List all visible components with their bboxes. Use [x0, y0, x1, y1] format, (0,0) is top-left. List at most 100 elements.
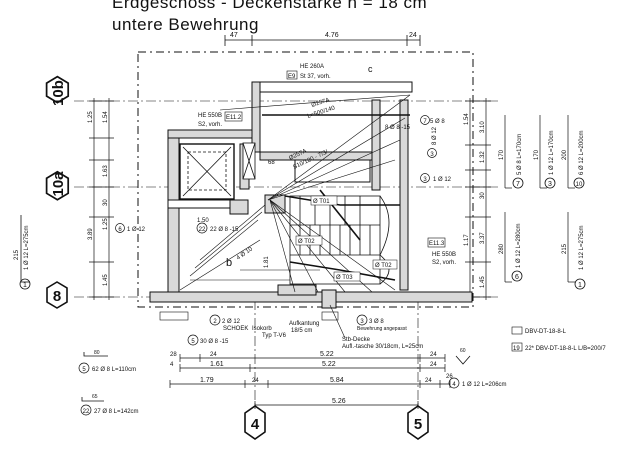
- rebar-p8: 1.81: [264, 256, 270, 268]
- axis-marker-10a: 10a: [45, 170, 70, 201]
- left-dim-2: 1.63: [103, 165, 109, 177]
- axis-label-10b: 10b: [50, 80, 67, 106]
- bottom-dim-r3-d: 24: [425, 378, 432, 384]
- side-right-dim-0: 170: [499, 149, 505, 160]
- rebar-mid-c: 68: [268, 160, 275, 166]
- bottom-dim-r4: 5.26: [332, 398, 346, 405]
- side-left-text: 1 Ø 12 L=275cm: [24, 225, 30, 270]
- header-subtitle: untere Bewehrung: [112, 15, 259, 34]
- left-dimension-texts: 1.25 1.54 1.63 30 3.89 1.25 1.45: [88, 111, 109, 286]
- side-right-text-0: 5 Ø 8 L=170cm: [517, 134, 523, 175]
- outer-boundary: [137, 51, 474, 308]
- beam-labels: HE 260A E9 St 37, vorh. HE 550B E11.2 S2…: [198, 64, 456, 266]
- note-pos2-num: 2: [213, 319, 217, 325]
- side-right-num-2: 10: [576, 182, 583, 188]
- rebar-fan-lines: [179, 94, 411, 293]
- note-auflager: Aufl.-tasche 30/18cm, L=25cm: [342, 344, 423, 350]
- beam-he550b-left: HE 550B: [198, 113, 222, 119]
- rebar-tag-t01: Ø T01: [313, 199, 330, 205]
- bottom-notes: 2 2 Ø 12 SCHOEK Isokorb Typ T-V6 Aufkant…: [187, 64, 423, 350]
- beam-e11-3: E11.3: [429, 241, 445, 247]
- column-box-right-x: [242, 142, 256, 180]
- rebar-p7: 4 Ø 10: [236, 246, 255, 262]
- legend-l4-dim: 60: [460, 348, 466, 354]
- left-dim-5: 3.89: [88, 228, 94, 240]
- rebar-top-c: 8 Ø 8 -15: [385, 125, 411, 131]
- side-right-num-4: 1: [578, 282, 582, 289]
- note-bewehrung: Bewehrung angepasst: [357, 326, 407, 332]
- right-dimension-chains: [465, 98, 491, 300]
- note-pos30-num: 5: [191, 339, 195, 345]
- right-dimension-texts: 3.10 1.54 1.32 30 1.17 3.37 1.45: [464, 113, 486, 288]
- right-dim-5: 3.37: [480, 232, 486, 244]
- bottom-dim-r2-c: 5.22: [322, 361, 336, 368]
- side-label-left: 215 1 1 Ø 12 L=275cm: [14, 215, 31, 290]
- rebar-p14: 5 Ø 8: [430, 119, 445, 125]
- top-dim-1: 47: [230, 32, 238, 39]
- side-right-text-4: 1 Ø 12 L=275cm: [579, 225, 585, 270]
- right-dim-2: 1.32: [480, 151, 486, 163]
- bottom-dim-r3-a: 1.79: [200, 377, 214, 384]
- side-right-text-1: 1 Ø 12 L=170cm: [549, 130, 555, 175]
- legend-l22: 27 Ø 8 L=142cm: [94, 409, 139, 415]
- legend-l5-num: 5: [82, 367, 86, 373]
- rebar-p4-num: 3: [430, 152, 434, 158]
- side-right-dim-2: 200: [562, 149, 568, 160]
- rebar-p6: 1 Ø 12: [127, 227, 146, 233]
- rebar-p1: 1.50: [197, 218, 209, 224]
- right-dim-6: 1.45: [480, 276, 486, 288]
- rebar-tag-t02-b: Ø T02: [375, 263, 392, 269]
- side-left-dim: 215: [14, 249, 20, 260]
- bottom-dim-r1-b: 24: [210, 352, 217, 358]
- axis-label-10a: 10a: [50, 171, 67, 197]
- legend-left: 80 5 62 Ø 8 L=110cm 65 22 27 Ø 8 L=142cm: [78, 350, 139, 416]
- left-dim-0: 1.54: [103, 111, 109, 123]
- right-dim-3: 30: [480, 192, 486, 199]
- side-right-dim-1: 170: [534, 149, 540, 160]
- legend-l22-num: 22: [83, 409, 90, 415]
- bottom-dim-r2-b: 1.61: [210, 361, 224, 368]
- top-dim-3: 24: [409, 32, 417, 39]
- note-pos2: 2 Ø 12: [222, 319, 241, 325]
- bottom-dim-r2-a: 4: [170, 362, 174, 368]
- bottom-dimension-lines: [169, 354, 451, 409]
- left-dimension-chains: [89, 98, 114, 300]
- bottom-dim-r1-c: 5.22: [320, 351, 334, 358]
- beam-e9: E9: [288, 74, 296, 80]
- note-pos3-num: 3: [360, 319, 364, 325]
- axis-marker-8: 8: [46, 281, 68, 309]
- left-dim-4: 1.25: [103, 218, 109, 230]
- bottom-dim-r3-c: 5.84: [330, 377, 344, 384]
- right-dim-4: 1.17: [464, 234, 470, 246]
- legend-l4-num: 4: [452, 382, 456, 388]
- rebar-p2-num: 3: [423, 177, 427, 183]
- rebar-p4: 8 Ø 12: [432, 126, 438, 145]
- note-b: b: [226, 257, 232, 269]
- rebar-p14-num: 7: [423, 119, 427, 125]
- note-aufk-dim: 18/5 cm: [291, 328, 312, 334]
- legend-dbv-full: 22* DBV-DT-18-8-L L/B=200/7: [525, 346, 606, 352]
- side-right-num-3: 6: [515, 274, 519, 281]
- right-dim-1: 1.54: [464, 113, 470, 125]
- axis-label-5: 5: [414, 416, 422, 433]
- legend-right: DBV-DT-18-8-L 19 22* DBV-DT-18-8-L L/B=2…: [448, 326, 606, 389]
- rebar-tag-t03: Ø T03: [336, 275, 353, 281]
- rebar-p5: 22 Ø 8 -15: [210, 227, 239, 233]
- left-dim-3: 30: [103, 199, 109, 206]
- legend-l5-dim: 80: [94, 350, 100, 356]
- beam-he260a: HE 260A: [300, 64, 324, 70]
- top-dim-2: 4.76: [325, 32, 339, 39]
- axis-label-8: 8: [53, 288, 61, 305]
- rebar-p5-num: 22: [199, 227, 206, 233]
- note-aufkantung: Aufkantung: [289, 321, 319, 327]
- left-dim-6: 1.45: [103, 274, 109, 286]
- note-c: c: [368, 64, 373, 74]
- note-typ: Typ T-V6: [262, 333, 287, 339]
- axis-marker-5: 5: [407, 405, 429, 440]
- bottom-dim-r2-d: 24: [430, 362, 437, 368]
- axis-label-4: 4: [251, 416, 260, 433]
- side-right-num-0: 7: [516, 181, 520, 188]
- legend-l5: 62 Ø 8 L=110cm: [92, 367, 136, 373]
- side-right-texts: 170 170 200 280 215 7 5 Ø 8 L=170cm 3 1 …: [499, 130, 586, 290]
